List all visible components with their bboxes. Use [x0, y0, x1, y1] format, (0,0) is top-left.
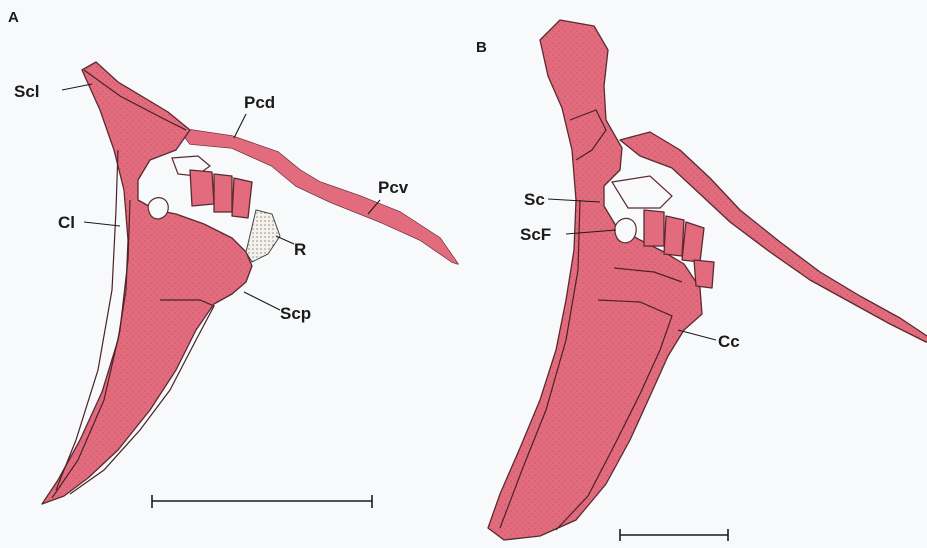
label-scf: ScF	[520, 225, 551, 244]
leader-pcd	[234, 114, 246, 138]
scale-bar-b	[620, 529, 728, 541]
label-r: R	[294, 240, 306, 259]
leader-cl	[84, 222, 120, 226]
label-pcd: Pcd	[244, 93, 275, 112]
label-scp: Scp	[280, 304, 311, 323]
panel-label-a: A	[8, 9, 19, 26]
vertebrae-a	[190, 170, 252, 218]
specimen-b	[488, 20, 927, 540]
label-scl: Scl	[14, 82, 40, 101]
foramen-b	[615, 218, 636, 242]
scale-bar-a	[152, 495, 372, 508]
leader-r	[276, 236, 294, 244]
label-cc: Cc	[718, 332, 740, 351]
label-cl: Cl	[58, 213, 75, 232]
leader-scl	[62, 84, 92, 90]
leader-scp	[244, 292, 280, 310]
panel-label-b: B	[476, 39, 487, 56]
leader-cc	[678, 330, 716, 340]
label-sc: Sc	[524, 190, 545, 209]
foramen-a	[148, 198, 168, 219]
specimen-a	[42, 62, 458, 504]
label-pcv: Pcv	[378, 178, 409, 197]
